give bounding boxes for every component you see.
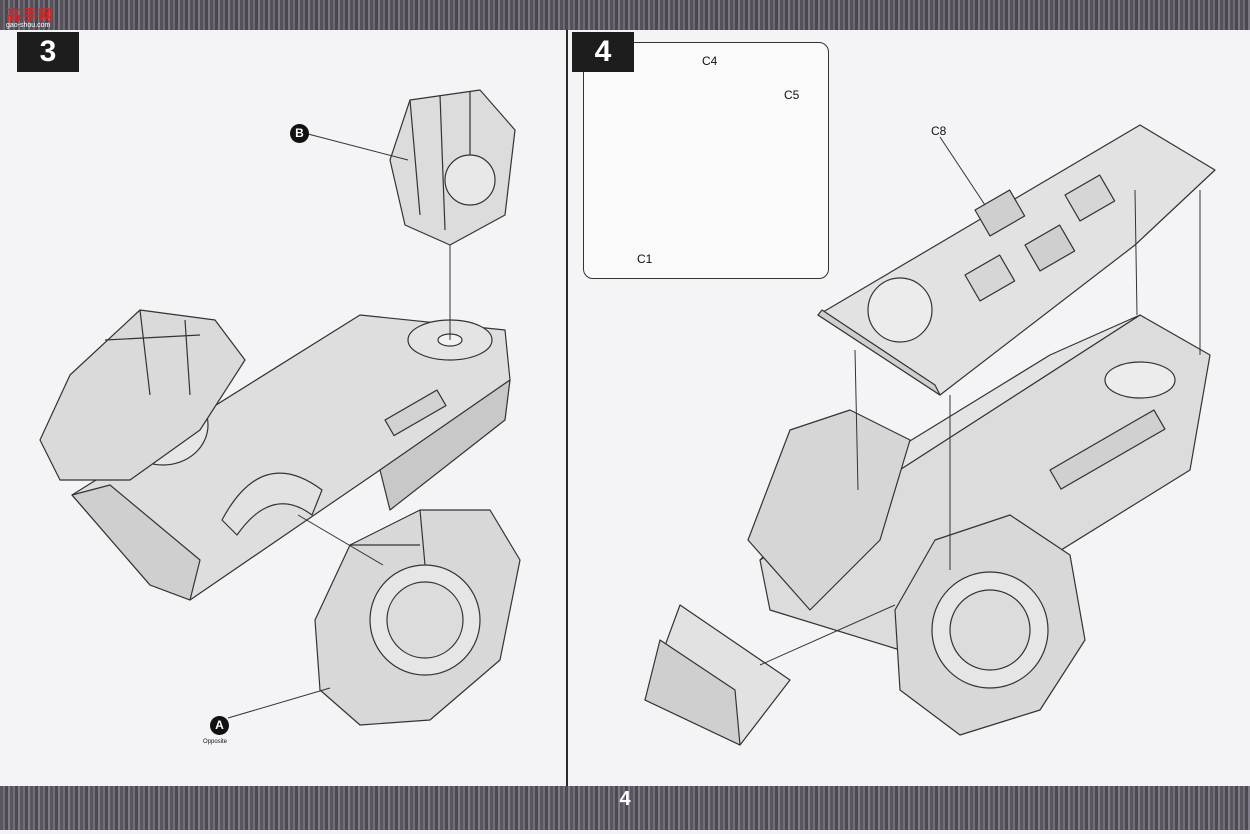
part-label-c1: C1	[637, 252, 653, 266]
rear-wheel-step3	[39, 309, 246, 481]
part-label-c8: C8	[931, 124, 947, 138]
part-label-c4: C4	[702, 54, 718, 68]
bottom-border-band	[0, 786, 1250, 830]
part-label-c5: C5	[784, 88, 800, 102]
inset-subassembly	[583, 42, 829, 279]
callout-b: B	[290, 124, 309, 143]
opposite-note: Opposite	[203, 739, 228, 745]
front-plate-step4	[644, 604, 791, 746]
step-3-number: 3	[17, 32, 79, 72]
wheel-b-step3	[389, 89, 516, 246]
part-c8-plate	[817, 124, 1216, 396]
callout-a: A	[210, 716, 229, 735]
step-divider	[566, 30, 568, 786]
page-number: 4	[619, 788, 631, 810]
wheel-front-step4	[894, 514, 1086, 736]
step-4-number: 4	[572, 32, 634, 72]
site-logo: 高手网	[6, 7, 55, 24]
top-border-band	[0, 0, 1250, 30]
wheel-a-step3	[314, 509, 521, 726]
site-logo-url: gao-shou.com	[6, 22, 51, 29]
wheel-rear-step4	[747, 409, 911, 611]
